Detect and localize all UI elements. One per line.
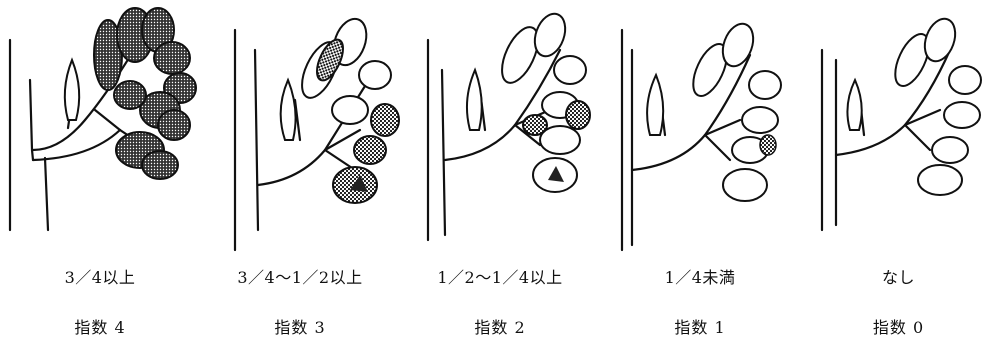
range-label: 3／4〜1／2以上	[237, 268, 363, 287]
severity-panel-index-4: 3／4以上 指数 4	[0, 0, 200, 341]
index-label: 指数 0	[872, 318, 925, 337]
range-label: なし	[881, 268, 915, 287]
severity-panel-index-0: なし 指数 0	[800, 0, 997, 341]
branch-illustration-index-1	[620, 22, 782, 252]
severity-panel-index-3: 3／4〜1／2以上 指数 3	[200, 0, 400, 341]
range-label: 1／2〜1／4以上	[437, 268, 563, 287]
branch-illustration-index-2	[426, 12, 591, 242]
range-label: 3／4以上	[64, 268, 136, 287]
severity-panel-index-2: 1／2〜1／4以上 指数 2	[400, 0, 600, 341]
range-label: 1／4未満	[664, 268, 736, 287]
branch-illustration-index-0	[820, 17, 982, 232]
branch-illustration-index-4	[8, 7, 197, 232]
index-label: 指数 2	[474, 318, 526, 337]
branch-illustration-index-3	[233, 17, 400, 252]
index-label: 指数 3	[274, 318, 326, 337]
index-label: 指数 4	[74, 318, 126, 337]
severity-panel-index-1: 1／4未満 指数 1	[600, 0, 800, 341]
index-label: 指数 1	[674, 318, 726, 337]
